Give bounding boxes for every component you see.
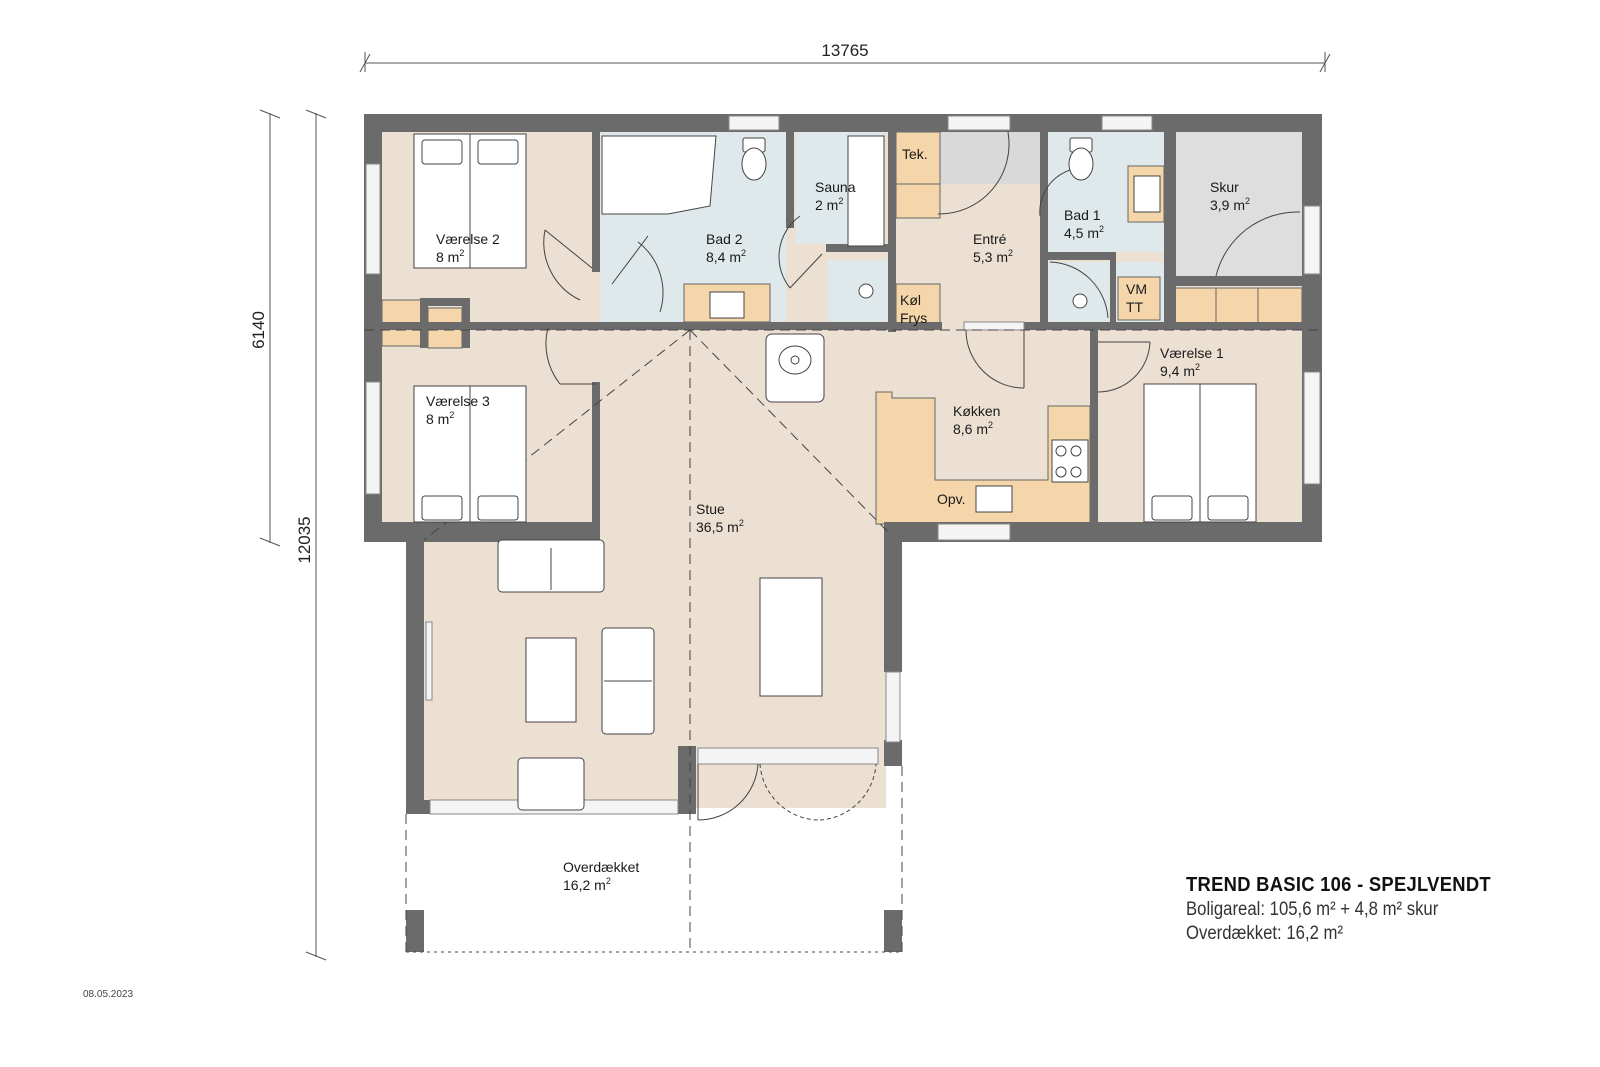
dimension-height-total xyxy=(305,109,327,961)
dimension-width xyxy=(359,52,1331,73)
plan-date: 08.05.2023 xyxy=(83,989,134,1000)
dimension-height-total-label: 12035 xyxy=(295,516,314,563)
dashed-lines xyxy=(364,329,1322,953)
dimension-width-label: 13765 xyxy=(821,41,868,60)
label-tt: TT xyxy=(1126,299,1144,315)
dimension-height-upper xyxy=(259,109,281,547)
door-swings xyxy=(543,131,1301,821)
label-kol: Køl xyxy=(900,292,921,308)
label-vm: VM xyxy=(1126,281,1147,297)
covered-area-text: Overdækket: 16,2 m² xyxy=(1186,923,1344,944)
dimension-height-upper-label: 6140 xyxy=(249,311,268,349)
plan-legend: TREND BASIC 106 - SPEJLVENDT Boligareal:… xyxy=(1186,874,1517,945)
plan-title: TREND BASIC 106 - SPEJLVENDT xyxy=(1186,874,1491,896)
windows xyxy=(365,115,1321,815)
label-opv: Opv. xyxy=(937,491,966,507)
furniture xyxy=(413,133,1257,811)
label-tek: Tek. xyxy=(902,146,928,162)
living-area-text: Boligareal: 105,6 m² + 4,8 m² skur xyxy=(1186,899,1439,920)
label-frys: Frys xyxy=(900,310,927,326)
